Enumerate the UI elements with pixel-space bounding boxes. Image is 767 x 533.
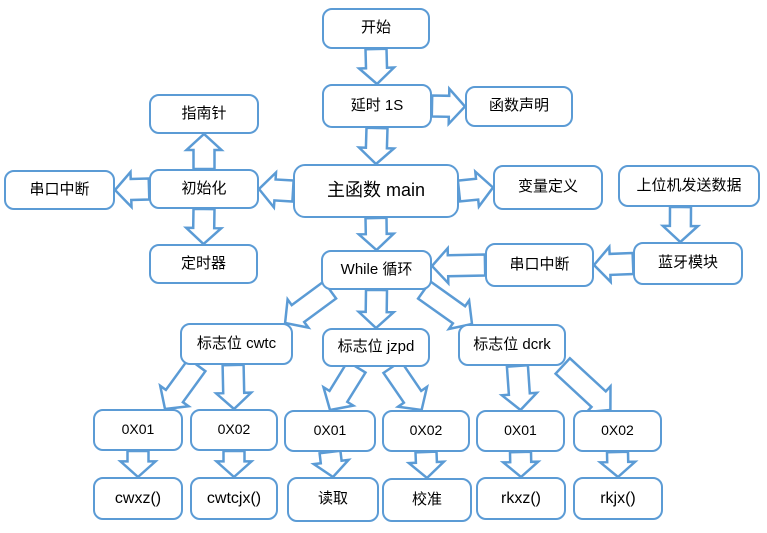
node-0x02-cwtc: 0X02 bbox=[190, 409, 278, 451]
node-host-send-data: 上位机发送数据 bbox=[618, 165, 760, 207]
node-label: While 循环 bbox=[340, 260, 413, 278]
node-label: cwxz() bbox=[114, 489, 162, 507]
node-flag-cwtc: 标志位 cwtc bbox=[180, 323, 293, 365]
node-label: 变量定义 bbox=[517, 178, 578, 196]
node-label: 上位机发送数据 bbox=[636, 176, 742, 194]
flow-arrow-whileLoop-to-flagDcrk bbox=[416, 279, 474, 331]
node-label: 串口中断 bbox=[29, 180, 90, 198]
node-function-declaration: 函数声明 bbox=[465, 86, 573, 127]
node-while-loop: While 循环 bbox=[321, 250, 432, 290]
node-label: 串口中断 bbox=[509, 255, 570, 273]
flow-arrow-hostSend-to-btModule bbox=[659, 205, 702, 244]
node-fn-rkjx: rkjx() bbox=[573, 477, 663, 520]
flow-arrow-whileLoop-to-flagJzpd bbox=[355, 288, 397, 330]
flow-arrow-main-to-whileLoop bbox=[355, 216, 397, 252]
node-flag-dcrk: 标志位 dcrk bbox=[458, 324, 566, 366]
node-label: cwtcjx() bbox=[206, 489, 262, 507]
node-label: 0X02 bbox=[601, 422, 634, 439]
flow-arrow-main-to-init bbox=[257, 169, 295, 211]
node-label: 标志位 cwtc bbox=[196, 334, 277, 352]
node-label: 0X02 bbox=[409, 422, 443, 439]
flow-arrow-flagCwtc-to-hex2 bbox=[212, 363, 255, 411]
node-0x02-dcrk: 0X02 bbox=[573, 410, 662, 452]
node-serial-interrupt-right: 串口中断 bbox=[485, 243, 594, 287]
flow-arrow-hex1-to-fnCwxz bbox=[117, 449, 159, 479]
node-flag-jzpd: 标志位 jzpd bbox=[322, 328, 430, 367]
node-read: 读取 bbox=[287, 477, 379, 522]
node-label: 校准 bbox=[411, 490, 442, 508]
flow-arrow-init-to-timer bbox=[182, 207, 225, 246]
node-serial-interrupt-left: 串口中断 bbox=[4, 170, 115, 210]
node-start: 开始 bbox=[322, 8, 430, 49]
node-label: 开始 bbox=[360, 19, 391, 37]
node-variable-definition: 变量定义 bbox=[493, 165, 603, 210]
flow-arrow-hex4-to-fnCalib bbox=[405, 450, 448, 480]
node-0x01-dcrk: 0X01 bbox=[476, 410, 565, 452]
node-label: 蓝牙模块 bbox=[657, 254, 718, 272]
flow-arrow-delay-to-funcDecl bbox=[430, 85, 467, 127]
node-0x01-cwtc: 0X01 bbox=[93, 409, 183, 451]
node-bluetooth-module: 蓝牙模块 bbox=[633, 242, 743, 285]
flow-arrow-flagJzpd-to-hex3 bbox=[321, 359, 368, 412]
node-main-function: 主函数 main bbox=[293, 164, 459, 218]
node-fn-cwxz: cwxz() bbox=[93, 477, 183, 520]
node-label: 延时 1S bbox=[350, 96, 404, 114]
node-label: 函数声明 bbox=[488, 97, 549, 115]
flow-arrow-hex2-to-fnCwtcjx bbox=[213, 449, 255, 479]
node-0x01-jzpd: 0X01 bbox=[284, 410, 376, 452]
flow-arrow-btModule-to-serialIntRight bbox=[592, 243, 635, 286]
flow-arrow-init-to-serialIntLeft bbox=[113, 168, 151, 211]
node-compass: 指南针 bbox=[149, 94, 259, 134]
flow-arrow-flagDcrk-to-hex5 bbox=[498, 363, 540, 412]
flow-arrow-hex3-to-fnRead bbox=[310, 449, 352, 479]
node-fn-cwtcjx: cwtcjx() bbox=[190, 477, 278, 520]
flow-arrow-main-to-varDef bbox=[456, 168, 495, 210]
flow-arrow-flagCwtc-to-hex1 bbox=[158, 357, 208, 411]
node-label: rkjx() bbox=[600, 489, 636, 507]
flow-arrow-serialIntRight-to-whileLoop bbox=[430, 244, 487, 287]
node-0x02-jzpd: 0X02 bbox=[382, 410, 470, 452]
flow-arrow-flagDcrk-to-hex6 bbox=[553, 356, 612, 414]
flow-arrow-whileLoop-to-flagCwtc bbox=[283, 279, 338, 330]
node-calibrate: 校准 bbox=[382, 478, 472, 522]
node-label: 0X01 bbox=[504, 422, 537, 439]
node-label: 0X01 bbox=[121, 421, 155, 438]
flow-arrow-init-to-compass bbox=[183, 132, 225, 171]
node-fn-rkxz: rkxz() bbox=[476, 477, 566, 520]
node-label: rkxz() bbox=[501, 489, 541, 507]
node-initialization: 初始化 bbox=[149, 169, 259, 209]
node-label: 读取 bbox=[317, 490, 348, 508]
node-label: 标志位 jzpd bbox=[337, 338, 415, 356]
node-label: 指南针 bbox=[181, 104, 227, 122]
flow-arrow-start-to-delay bbox=[355, 47, 398, 86]
node-timer: 定时器 bbox=[149, 244, 258, 284]
node-label: 初始化 bbox=[181, 179, 227, 197]
node-label: 0X01 bbox=[313, 422, 347, 439]
node-label: 标志位 dcrk bbox=[473, 335, 551, 353]
flow-arrow-delay-to-main bbox=[355, 126, 398, 166]
node-label: 0X02 bbox=[217, 421, 251, 438]
node-label: 定时器 bbox=[180, 254, 226, 272]
flow-arrow-hex5-to-fnRkxz bbox=[499, 450, 542, 479]
flow-arrow-flagJzpd-to-hex4 bbox=[381, 359, 429, 412]
node-delay-1s: 延时 1S bbox=[322, 84, 432, 128]
node-label: 主函数 main bbox=[326, 180, 425, 201]
flow-arrow-hex6-to-fnRkjx bbox=[596, 450, 639, 479]
